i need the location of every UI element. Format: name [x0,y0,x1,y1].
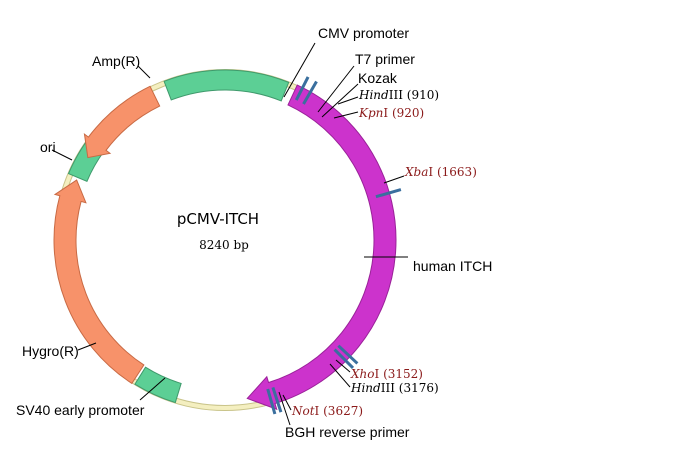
leader-sv40 [139,377,166,401]
label-sv40-early-promoter: SV40 early promoter [16,402,145,418]
leader-xhoi [335,359,351,373]
leader-amp [137,65,151,79]
site-tick-xhoi-3152 [337,344,359,365]
label-cmv-promoter: CMV promoter [318,25,409,41]
leader-lines [51,42,408,426]
leader-ori [51,149,73,161]
leader-bgh [278,391,291,426]
label-amp: Amp(R) [92,53,140,69]
leader-cmv [283,42,316,98]
label-t7-primer: T7 primer [355,51,415,67]
leader-hygro [77,342,97,351]
label-ori: ori [40,139,56,155]
site-label-hindiii-3176: HindIII (3176) [350,381,439,395]
site-tick-hindiii-3176 [333,348,355,370]
site-label-kpni-920: KpnI (920) [358,106,424,120]
label-human-itch: human ITCH [413,258,492,274]
site-label-xbai-1663: XbaI (1663) [404,165,477,179]
feature-amp-arrow [83,85,161,159]
site-tick-hindiii-910 [294,76,310,101]
label-kozak: Kozak [358,70,398,86]
site-label-xhoi-3152: XhoI (3152) [350,367,423,381]
site-tick-bgh-reverse-primer [266,388,277,415]
feature-human-itch-arrow [246,84,397,411]
leader-kpni-920 [333,111,359,119]
leader-kozak [321,83,359,118]
plasmid-size: 8240 bp [199,238,249,252]
site-label-noti-3627: NotI (3627) [291,404,363,418]
label-bgh-reverse-primer: BGH reverse primer [285,424,410,440]
leader-noti [282,394,292,411]
feature-cmv-promoter [163,69,290,102]
feature-sv40-early-promoter [134,366,182,404]
leader-hindiii-3176 [329,363,351,388]
site-tick-xbai-1663 [375,188,402,199]
site-label-hindiii-910: HindIII (910) [358,88,439,102]
site-tick-noti-3627 [271,386,283,413]
plasmid-name: pCMV-ITCH [177,210,259,228]
leader-t7 [317,65,355,113]
leader-xbai [383,175,405,184]
label-hygro: Hygro(R) [22,343,79,359]
site-tick-kpni-920 [302,80,318,105]
feature-hygro-arrow [53,179,145,385]
leader-hindiii-910 [337,96,359,105]
